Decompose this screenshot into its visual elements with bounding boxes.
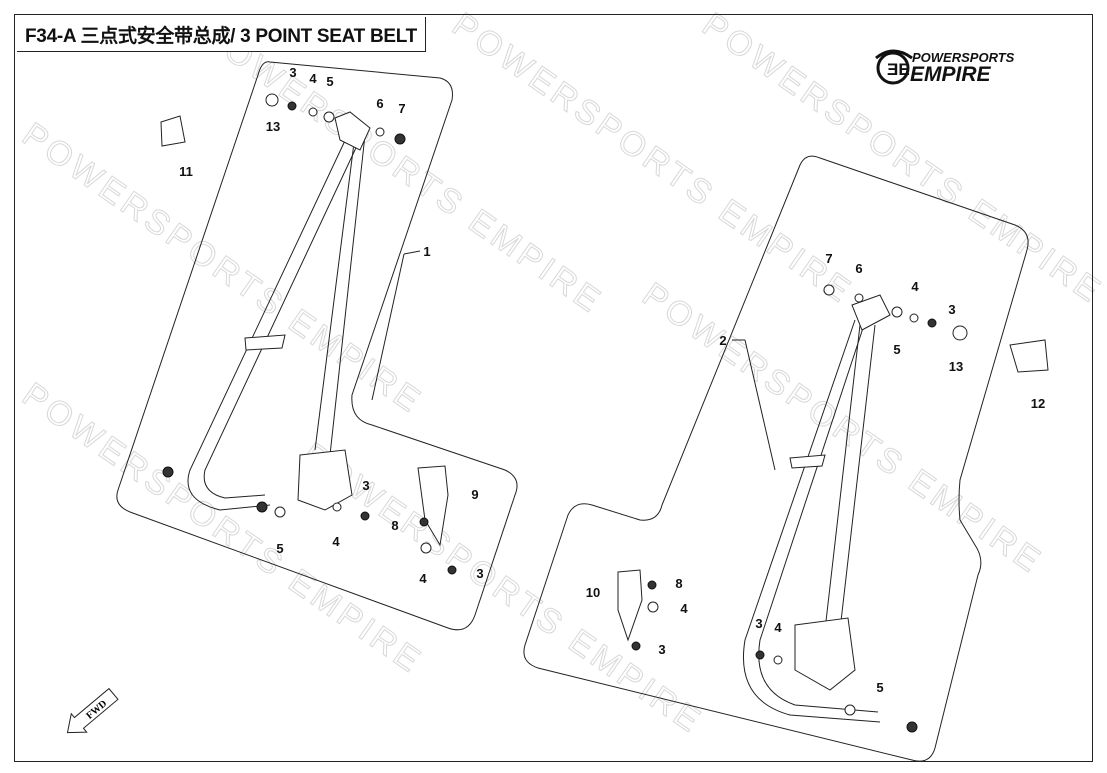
callout: 2 [719,333,726,348]
callout: 4 [332,534,340,549]
right-assembly-outline [523,155,1029,762]
callout: 13 [949,359,963,374]
callout: 6 [376,96,383,111]
callout: 3 [289,65,296,80]
callout: 6 [855,261,862,276]
callout: 7 [825,251,832,266]
callout: 8 [391,518,398,533]
svg-text:EMPIRE: EMPIRE [910,63,992,86]
callout: 3 [948,302,955,317]
callout: 5 [326,74,333,89]
drawing-frame [14,14,1093,762]
page-title: F34-A 三点式安全带总成/ 3 POINT SEAT BELT [17,17,426,52]
callout: 11 [179,164,193,179]
leader-lines [371,250,776,471]
right-seat-belt [617,284,1049,733]
brand-logo: ƎE POWERSPORTS EMPIRE [875,49,1015,86]
callout: 10 [586,585,600,600]
callout: 7 [398,101,405,116]
callout: 4 [774,620,782,635]
callout: 3 [476,566,483,581]
left-seat-belt [160,93,457,575]
callout: 9 [471,487,478,502]
callout: 5 [876,680,883,695]
left-assembly-outline [116,61,518,631]
svg-text:ƎE: ƎE [887,60,910,79]
callout: 5 [893,342,900,357]
callout: 3 [755,616,762,631]
callout: 1 [423,244,430,259]
callout: 4 [680,601,688,616]
callout: 12 [1031,396,1045,411]
callout: 4 [911,279,919,294]
callout: 3 [362,478,369,493]
callouts-left: 3 4 5 6 7 13 11 1 5 4 3 9 8 4 3 [179,65,483,586]
callout: 13 [266,119,280,134]
callout: 4 [419,571,427,586]
callout: 3 [658,642,665,657]
svg-text:POWERSPORTS: POWERSPORTS [912,50,1015,65]
callout: 5 [276,541,283,556]
callout: 8 [675,576,682,591]
callout: 4 [309,71,317,86]
callouts-right: 7 6 4 3 5 13 2 12 10 8 4 3 3 4 5 [586,251,1045,695]
